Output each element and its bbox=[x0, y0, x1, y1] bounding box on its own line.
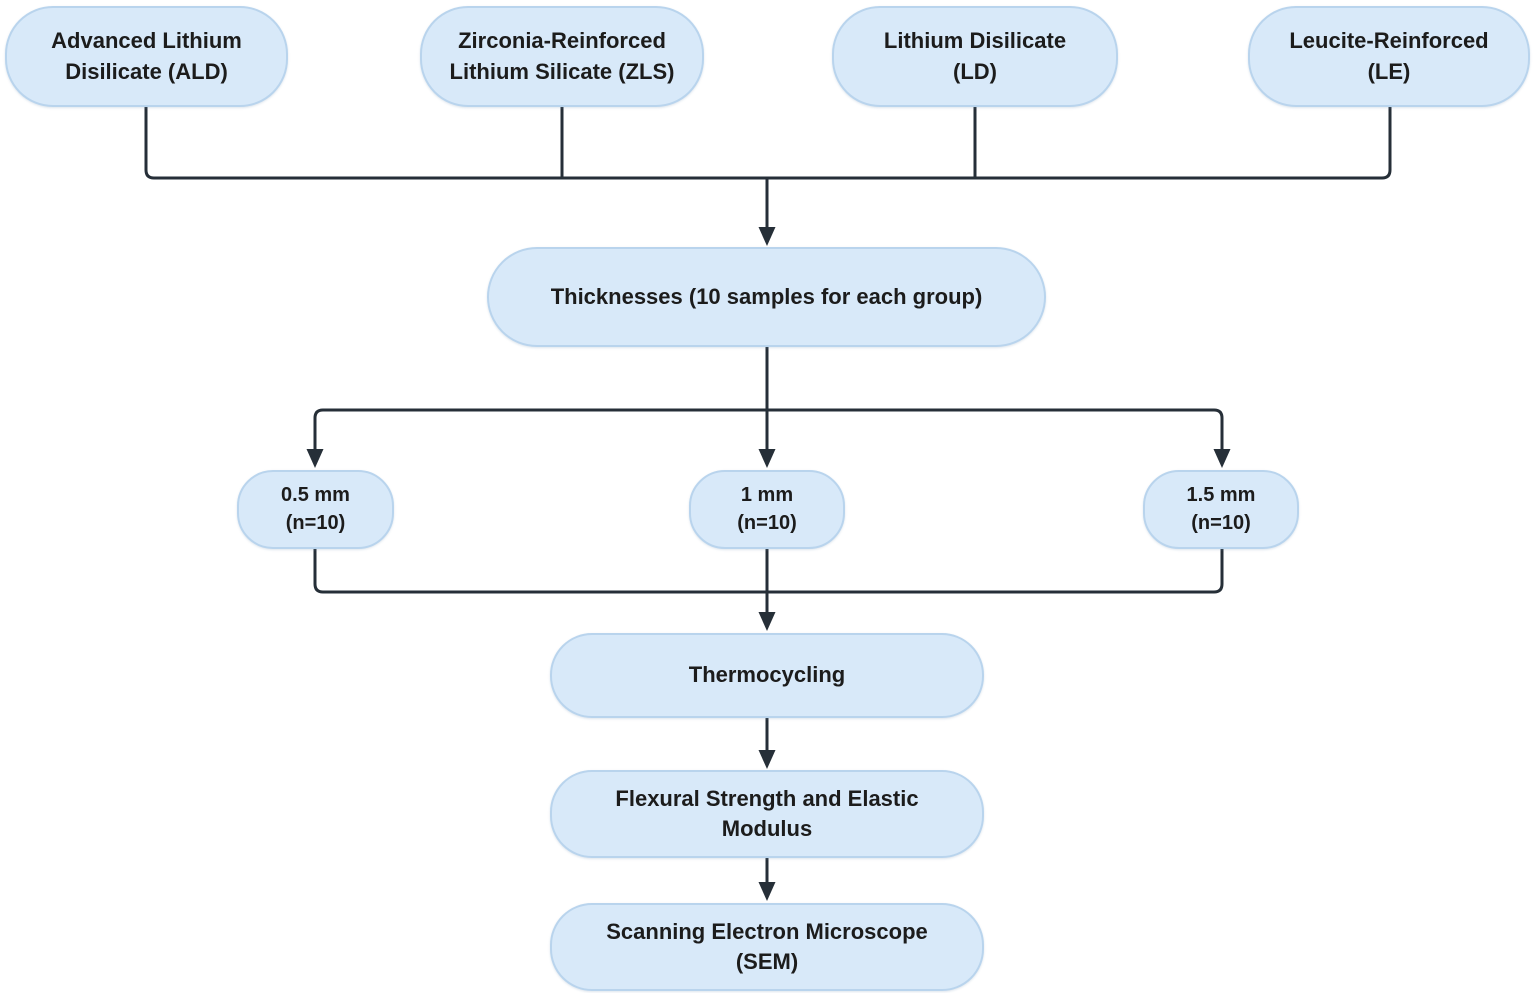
node-thermocycling: Thermocycling bbox=[550, 633, 984, 718]
node-label: Scanning Electron Microscope(SEM) bbox=[606, 918, 928, 974]
node-leucite-reinforced: Leucite-Reinforced(LE) bbox=[1248, 6, 1530, 107]
arrowhead-t1 bbox=[758, 449, 776, 468]
node-thickness-0-5mm: 0.5 mm(n=10) bbox=[237, 470, 394, 549]
node-label: Thicknesses (10 samples for each group) bbox=[550, 283, 983, 309]
node-label: 1 mm(n=10) bbox=[737, 483, 797, 534]
node-thicknesses: Thicknesses (10 samples for each group) bbox=[487, 247, 1046, 347]
node-label: Thermocycling bbox=[688, 662, 846, 688]
edge-top-frame bbox=[144, 105, 1392, 180]
node-scanning-electron-microscope: Scanning Electron Microscope(SEM) bbox=[550, 903, 984, 991]
node-thickness-1mm: 1 mm(n=10) bbox=[689, 470, 845, 549]
arrowhead-thicknesses bbox=[758, 227, 776, 246]
node-label: Lithium Disilicate(LD) bbox=[883, 28, 1067, 84]
node-lithium-disilicate: Lithium Disilicate(LD) bbox=[832, 6, 1118, 107]
node-label: 0.5 mm(n=10) bbox=[281, 483, 350, 534]
arrowhead-t15 bbox=[1213, 449, 1231, 468]
arrowhead-t05 bbox=[306, 449, 324, 468]
node-label: 1.5 mm(n=10) bbox=[1186, 483, 1256, 534]
edge-branch-frame bbox=[313, 408, 1224, 454]
edge-converge-frame bbox=[313, 547, 1224, 594]
arrowhead-thermocycling bbox=[758, 612, 776, 631]
node-label: Leucite-Reinforced(LE) bbox=[1289, 28, 1489, 84]
arrowhead-sem bbox=[758, 882, 776, 901]
arrowhead-flexural bbox=[758, 750, 776, 769]
node-thickness-1-5mm: 1.5 mm(n=10) bbox=[1143, 470, 1299, 549]
